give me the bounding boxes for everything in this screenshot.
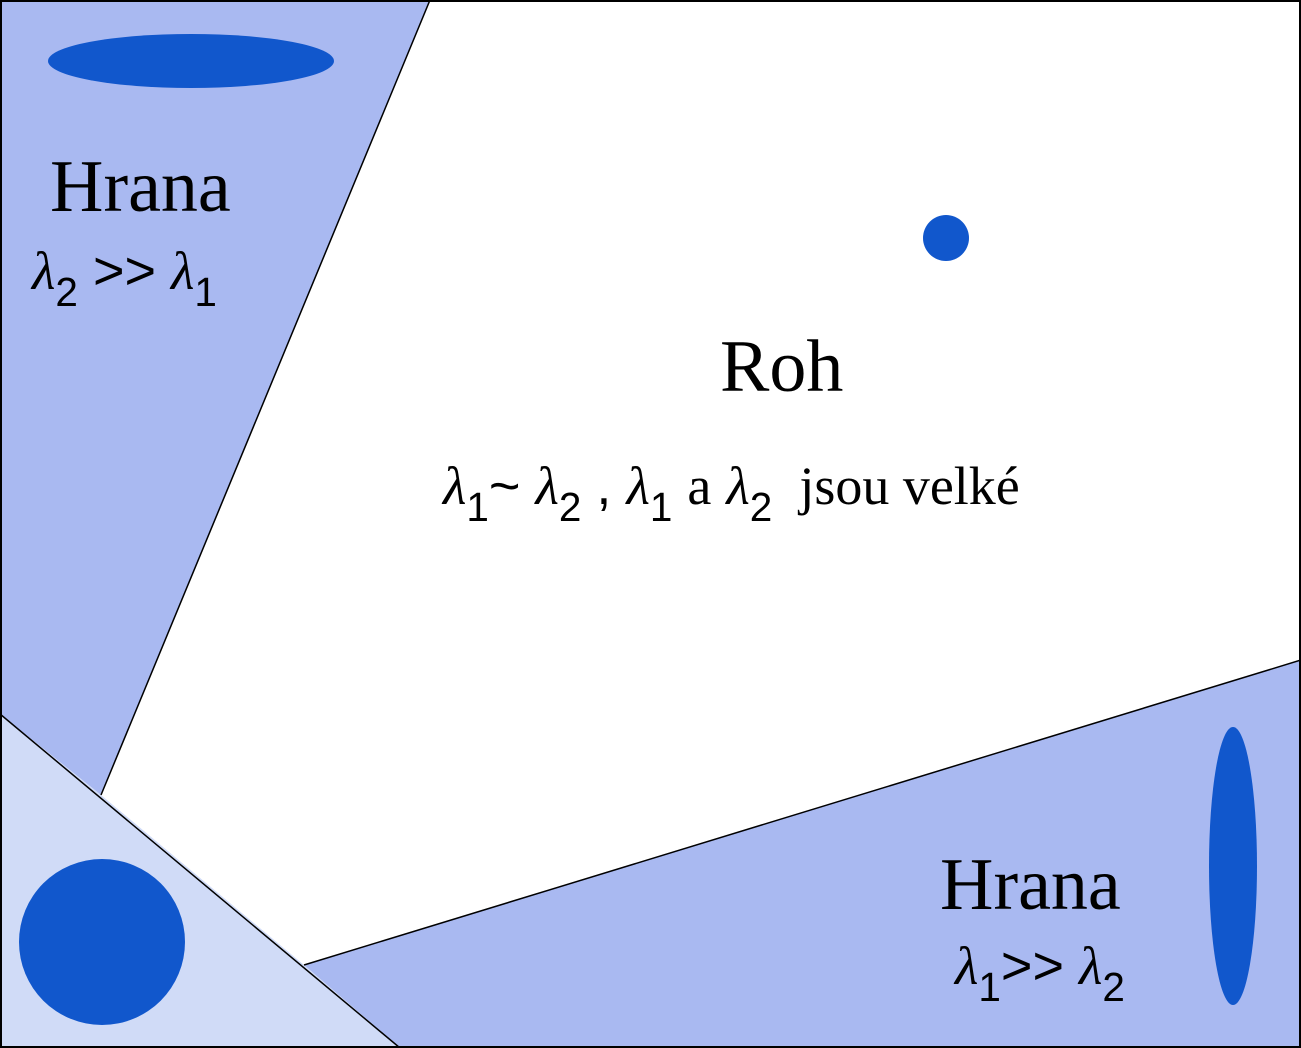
lambda-subscript: 1 <box>194 269 217 315</box>
lambda-symbol: λ <box>726 456 750 516</box>
lambda-symbol: λ <box>443 456 467 516</box>
lambda-subscript: 1 <box>649 484 673 530</box>
boundary-line-edge-top <box>100 0 431 796</box>
top-left-formula: λ2 >> λ1 <box>32 240 217 315</box>
lambda-symbol: λ <box>626 456 650 516</box>
flat-horizontal-ellipse <box>48 34 334 88</box>
lambda-subscript: 2 <box>558 484 582 530</box>
lambda-subscript: 1 <box>978 964 1001 1010</box>
top-left-title: Hrana <box>50 146 231 228</box>
boundary-line-flat <box>0 713 401 1048</box>
lambda-subscript: 2 <box>55 269 78 315</box>
separator: , <box>596 456 612 516</box>
edge-region-bottom-right <box>304 660 1301 1048</box>
operator: >> <box>1000 936 1064 996</box>
operator: >> <box>92 241 157 301</box>
bottom-right-title: Hrana <box>940 844 1121 926</box>
lambda-symbol: λ <box>535 456 559 516</box>
boundary-line-edge-bottom <box>303 659 1301 966</box>
lambda-symbol: λ <box>32 241 56 301</box>
lambda-subscript: 2 <box>749 484 773 530</box>
operator: ~ <box>488 456 521 516</box>
lambda-symbol: λ <box>955 936 979 996</box>
vertical-ellipse <box>1209 727 1257 1005</box>
flat-large-circle <box>19 859 185 1025</box>
conjunction: a <box>687 456 712 516</box>
center-title: Roh <box>720 326 844 408</box>
edge-region-top-left <box>0 0 430 795</box>
center-formula: λ1~ λ2 , λ1 a λ2 jsou velké <box>443 455 1020 530</box>
bottom-right-formula: λ1>> λ2 <box>955 935 1125 1010</box>
lambda-subscript: 2 <box>1102 964 1125 1010</box>
lambda-symbol: λ <box>171 241 195 301</box>
lambda-subscript: 1 <box>466 484 489 530</box>
lambda-symbol: λ <box>1079 936 1103 996</box>
corner-small-circle <box>923 215 969 261</box>
formula-tail-text: jsou velké <box>799 456 1020 516</box>
